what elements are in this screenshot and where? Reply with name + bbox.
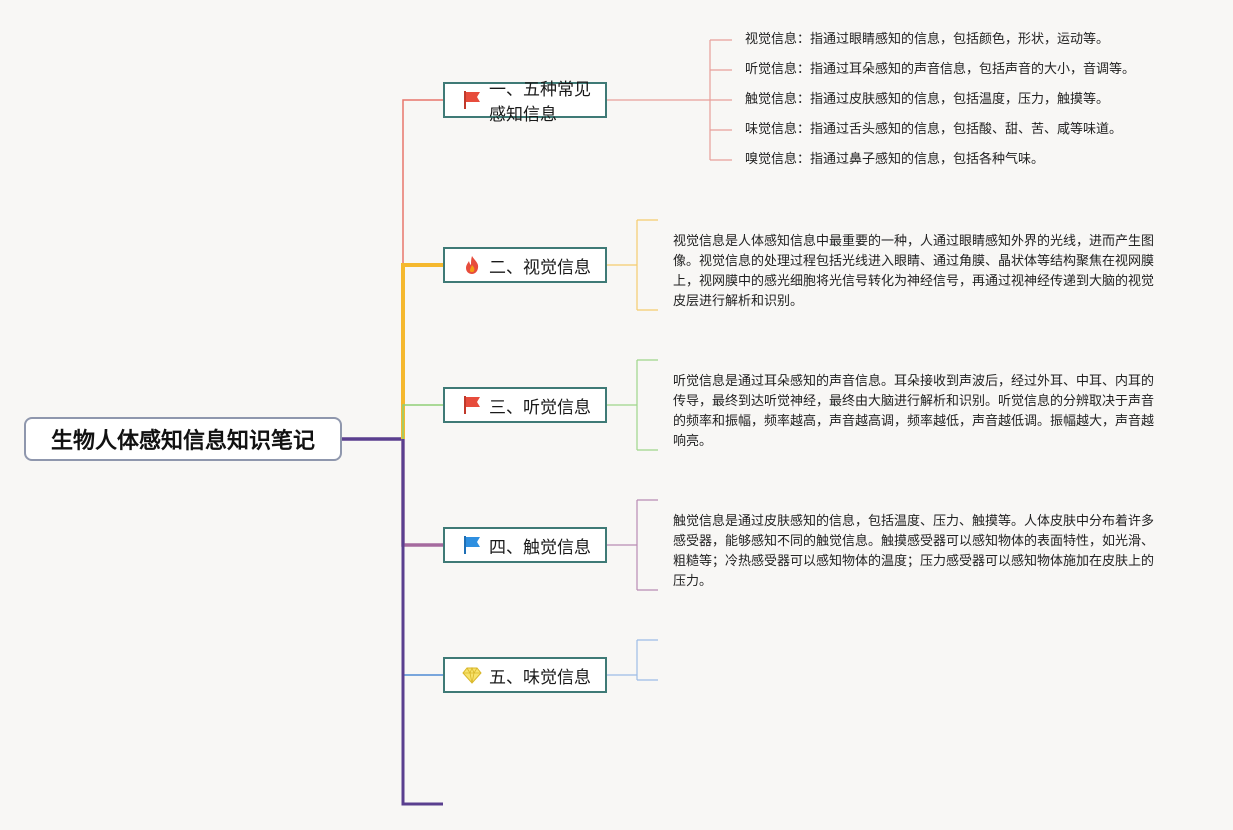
branch-4-connector: [401, 439, 443, 547]
trunk-line: [401, 439, 443, 806]
branch-label-1: 一、五种常见感知信息: [489, 80, 591, 125]
branch-4-bracket: [607, 499, 658, 591]
branch-2-bracket: [607, 219, 658, 311]
root-label: 生物人体感知信息知识笔记: [50, 429, 315, 454]
branch-5-bracket: [607, 639, 658, 681]
branch-1-connector: [402, 99, 443, 439]
branch-label-4: 四、触觉信息: [489, 537, 591, 558]
leaf-olfactory-info[interactable]: 嗅觉信息：指通过鼻子感知的信息，包括各种气味。: [745, 152, 1045, 167]
branch-node-5[interactable]: 五、味觉信息: [443, 657, 607, 693]
root-node[interactable]: 生物人体感知信息知识笔记: [24, 417, 342, 461]
branch-3-bracket: [607, 359, 658, 451]
paragraph-visual[interactable]: 视觉信息是人体感知信息中最重要的一种，人通过眼睛感知外界的光线，进而产生图像。视…: [673, 234, 1155, 309]
paragraph-tactile[interactable]: 触觉信息是通过皮肤感知的信息，包括温度、压力、触摸等。人体皮肤中分布着许多感受器…: [673, 514, 1155, 589]
branch-label-5: 五、味觉信息: [489, 667, 591, 688]
leaf-gustatory-info[interactable]: 味觉信息：指通过舌头感知的信息，包括酸、甜、苦、咸等味道。: [745, 122, 1123, 137]
branch-5-connector: [402, 439, 443, 676]
branch-label-2: 二、视觉信息: [489, 257, 591, 278]
branch-2-connector: [401, 263, 443, 439]
branch-3-connector: [402, 404, 443, 439]
branch-node-3[interactable]: 三、听觉信息: [443, 387, 607, 423]
paragraph-auditory[interactable]: 听觉信息是通过耳朵感知的声音信息。耳朵接收到声波后，经过外耳、中耳、内耳的传导，…: [673, 374, 1155, 449]
branch-node-4[interactable]: 四、触觉信息: [443, 527, 607, 563]
diamond-icon: [461, 664, 483, 686]
leaf-tactile-info[interactable]: 触觉信息：指通过皮肤感知的信息，包括温度，压力，触摸等。: [745, 92, 1110, 107]
branch-node-2[interactable]: 二、视觉信息: [443, 247, 607, 283]
fire-icon: [461, 254, 483, 276]
branch-1-leaf-connectors: [607, 39, 732, 161]
leaf-auditory-info[interactable]: 听觉信息：指通过耳朵感知的声音信息，包括声音的大小，音调等。: [745, 62, 1136, 77]
branch-label-3: 三、听觉信息: [489, 397, 591, 418]
leaf-visual-info[interactable]: 视觉信息：指通过眼睛感知的信息，包括颜色，形状，运动等。: [745, 32, 1110, 47]
branch-node-1[interactable]: 一、五种常见感知信息: [443, 80, 607, 125]
red-flag-icon: [461, 89, 483, 111]
red-flag-icon: [461, 394, 483, 416]
blue-flag-icon: [461, 534, 483, 556]
